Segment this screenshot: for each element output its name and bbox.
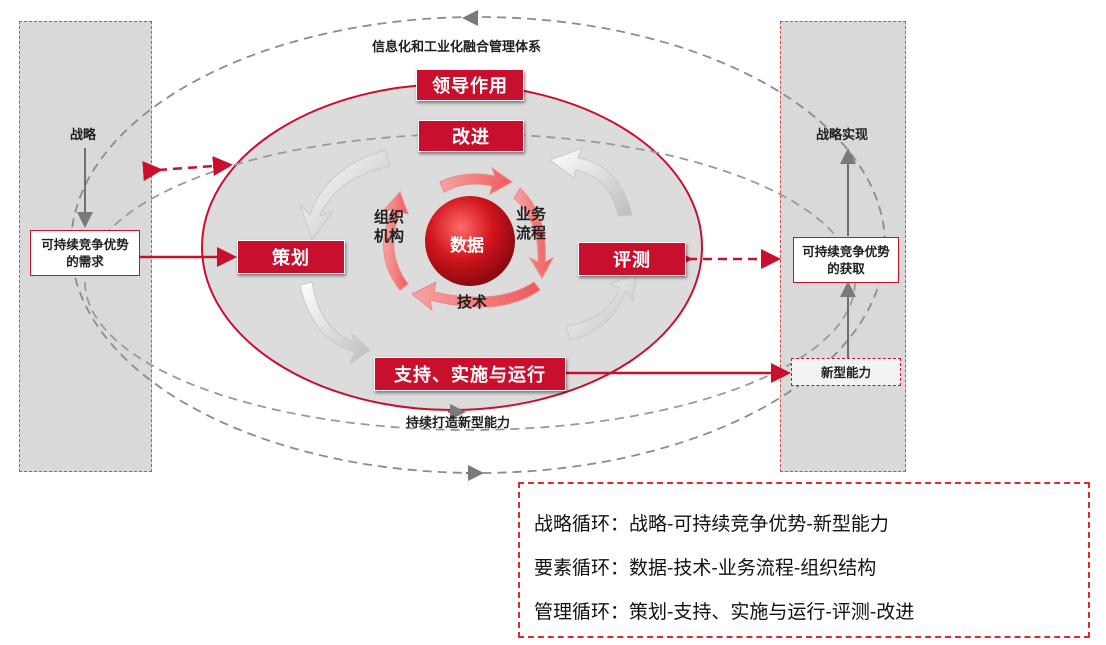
strategy-realization-label: 战略实现 (816, 128, 869, 143)
bottom-caption: 持续打造新型能力 (406, 416, 511, 431)
org-structure-label: 组织机构 (374, 208, 405, 245)
arrow-plan-to-support (299, 281, 371, 366)
competitive-acquire-box: 可持续竞争优势的获取 (793, 237, 899, 283)
arrow-support-to-evaluate (565, 273, 637, 341)
business-process-label: 业务流程 (516, 205, 547, 242)
improve-box: 改进 (418, 120, 524, 152)
leadership-box: 领导作用 (416, 69, 524, 101)
competitive-demand-box: 可持续竞争优势的需求 (30, 230, 140, 276)
plan-box: 策划 (237, 240, 345, 274)
new-capability-box: 新型能力 (791, 358, 901, 386)
factor-arrow-left (382, 191, 409, 291)
evaluate-box: 评测 (578, 242, 686, 276)
legend-management-cycle: 管理循环：策划-支持、实施与运行-评测-改进 (534, 601, 915, 623)
competitive-acquire-label: 可持续竞争优势的获取 (802, 244, 890, 276)
legend-box: 战略循环：战略-可持续竞争优势-新型能力 要素循环：数据-技术-业务流程-组织结… (518, 482, 1090, 638)
strategy-label: 战略 (70, 128, 97, 143)
support-implement-operate-box: 支持、实施与运行 (374, 357, 566, 391)
data-label: 数据 (450, 236, 484, 256)
arrow-evaluate-to-improve (548, 147, 633, 217)
left-dashed-double-arrow (142, 156, 233, 182)
new-capability-label: 新型能力 (820, 364, 871, 380)
legend-strategy-cycle: 战略循环：战略-可持续竞争优势-新型能力 (534, 513, 889, 535)
factor-arrow-bottom (411, 281, 541, 312)
factor-arrow-right (513, 187, 555, 280)
outer-title: 信息化和工业化融合管理体系 (372, 40, 542, 55)
factor-arrow-top (439, 166, 513, 195)
legend-element-cycle: 要素循环：数据-技术-业务流程-组织结构 (534, 557, 877, 579)
competitive-demand-label: 可持续竞争优势的需求 (41, 237, 129, 269)
data-sphere (425, 196, 515, 286)
technology-label: 技术 (457, 293, 488, 311)
